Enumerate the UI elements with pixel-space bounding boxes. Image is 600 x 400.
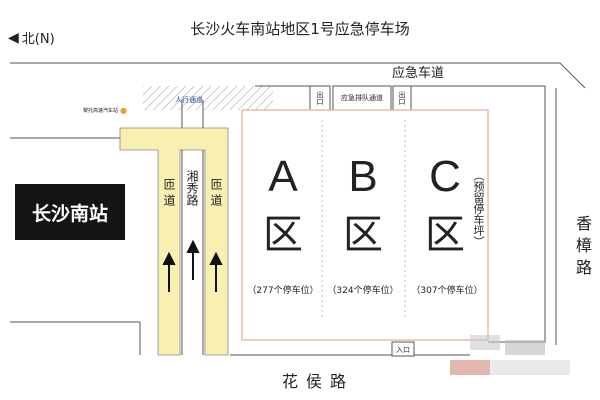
zone-suffix: 区 <box>425 212 465 258</box>
zone-b-count: （324个停车位） <box>327 286 399 296</box>
zone-b: B 区 <box>323 152 403 260</box>
road-xiangxiu: 湘秀路 <box>185 170 199 206</box>
zone-letter: C <box>429 152 461 201</box>
queue-lane-label: 应急排队通道 <box>341 94 383 102</box>
zone-letter: A <box>268 152 298 201</box>
ramp-right-label: 匝道 <box>209 178 223 210</box>
zone-c-count: （307个停车位） <box>411 286 483 296</box>
parking-lot-border <box>241 109 489 341</box>
road-huahou: 花侯路 <box>282 372 355 391</box>
road-xiangzhang: 香樟路 <box>573 215 592 281</box>
poi-label: 黎托高速汽车站 <box>83 108 119 114</box>
sidewalk-hatch <box>143 86 273 110</box>
zone-suffix: 区 <box>343 212 383 258</box>
poi-bus-station: 黎托高速汽车站 ● <box>83 106 127 115</box>
zone-c: C 区 <box>405 152 485 260</box>
sidewalk-label: 人行通道 <box>175 96 203 104</box>
reserved-area-label: （预留停车坪） <box>472 170 485 247</box>
ramp-area <box>119 127 229 356</box>
watermark-blur <box>450 335 570 375</box>
north-indicator: ◀ 北(N) <box>8 28 55 48</box>
zone-letter: B <box>348 152 378 201</box>
exit-label-2: 出口 <box>398 91 406 105</box>
north-label: 北(N) <box>21 32 55 47</box>
zone-suffix: 区 <box>263 212 303 258</box>
entrance-label: 入口 <box>396 345 410 354</box>
station-label: 长沙南站 <box>15 184 125 240</box>
top-boundary <box>10 62 586 89</box>
page-title: 长沙火车南站地区1号应急停车场 <box>190 20 410 38</box>
bottom-road-line <box>230 342 393 356</box>
ramp-left-label: 匝道 <box>162 178 176 210</box>
road-emergency-lane: 应急车道 <box>392 66 445 81</box>
location-pin-icon: ● <box>120 106 127 115</box>
zone-a: A 区 <box>243 152 323 260</box>
zone-a-count: （277个停车位） <box>247 286 319 296</box>
exit-label-1: 出口 <box>316 91 324 105</box>
arrow-left-icon: ◀ <box>8 29 19 46</box>
up-arrow-icon <box>162 239 223 292</box>
